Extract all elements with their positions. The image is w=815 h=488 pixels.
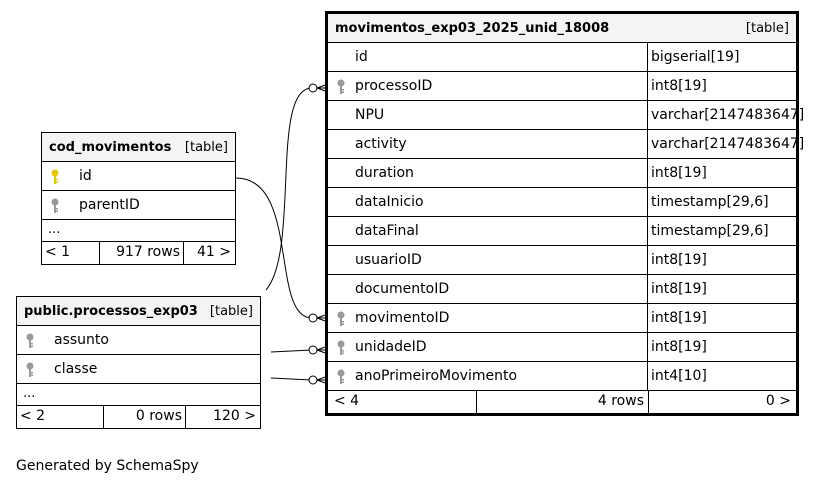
foreign-key-icon xyxy=(50,198,60,214)
column-name: dataInicio xyxy=(355,194,424,210)
table-footer: < 2 0 rows 120 > xyxy=(17,406,260,428)
movimentos-table[interactable]: movimentos_exp03_2025_unid_18008 [table]… xyxy=(325,11,804,416)
column-name: documentoID xyxy=(355,281,450,297)
column-name: assunto xyxy=(54,332,109,348)
column-type: bigserial[19] xyxy=(647,43,796,71)
column-row[interactable]: documentoID int8[19] xyxy=(328,275,796,304)
column-name: usuarioID xyxy=(355,252,422,268)
footer-right[interactable]: 41 > xyxy=(197,244,231,260)
foreign-key-icon xyxy=(25,333,35,349)
column-name: anoPrimeiroMovimento xyxy=(355,368,518,384)
column-row[interactable]: usuarioID int8[19] xyxy=(328,246,796,275)
table-footer: < 1 917 rows 41 > xyxy=(42,242,235,264)
table-kind: [table] xyxy=(209,303,253,319)
processos-table[interactable]: public.processos_exp03 [table] assunto cl… xyxy=(16,296,261,429)
footer-left[interactable]: < 4 xyxy=(334,393,360,409)
table-footer: < 4 4 rows 0 > xyxy=(328,391,796,413)
column-row[interactable]: assunto xyxy=(17,326,260,355)
column-name: duration xyxy=(355,165,414,181)
relation-classe-line xyxy=(270,377,313,381)
column-row[interactable]: unidadeID int8[19] xyxy=(328,333,796,362)
column-row[interactable]: processoID int8[19] xyxy=(328,72,796,101)
column-type: int8[19] xyxy=(647,159,796,187)
cod-movimentos-table[interactable]: cod_movimentos [table] id parentID ... < … xyxy=(41,132,236,265)
column-type: int8[19] xyxy=(647,72,796,100)
footer-left[interactable]: < 1 xyxy=(45,244,71,260)
column-name: NPU xyxy=(355,107,385,123)
footer-left[interactable]: < 2 xyxy=(20,408,46,424)
footer-right[interactable]: 0 > xyxy=(765,393,791,409)
column-name: id xyxy=(355,49,368,65)
relation-assunto-line xyxy=(270,349,313,353)
column-type: timestamp[29,6] xyxy=(647,188,796,216)
foreign-key-icon xyxy=(336,79,346,95)
column-name: dataFinal xyxy=(355,223,419,239)
table-header: cod_movimentos [table] xyxy=(42,133,235,162)
foreign-key-icon xyxy=(336,340,346,356)
column-name: id xyxy=(79,168,92,184)
column-type: int8[19] xyxy=(647,304,796,332)
column-row[interactable]: duration int8[19] xyxy=(328,159,796,188)
column-row[interactable]: NPU varchar[2147483647] xyxy=(328,101,804,130)
more-columns: ... xyxy=(42,220,235,242)
foreign-key-icon xyxy=(25,362,35,378)
column-name: processoID xyxy=(355,78,433,94)
column-name: activity xyxy=(355,136,407,152)
column-row[interactable]: dataInicio timestamp[29,6] xyxy=(328,188,796,217)
column-row[interactable]: activity varchar[2147483647] xyxy=(328,130,804,159)
column-row[interactable]: movimentoID int8[19] xyxy=(328,304,796,333)
column-type: int8[19] xyxy=(647,333,796,361)
column-row[interactable]: id bigserial[19] xyxy=(328,43,796,72)
more-columns: ... xyxy=(17,384,260,406)
table-name: movimentos_exp03_2025_unid_18008 xyxy=(335,20,610,36)
column-type: int4[10] xyxy=(647,362,796,390)
primary-key-icon xyxy=(50,169,60,185)
column-name: classe xyxy=(54,361,98,377)
footer-rows: 4 rows xyxy=(597,393,644,409)
table-name: cod_movimentos xyxy=(49,139,172,155)
table-kind: [table] xyxy=(184,139,228,155)
table-name: public.processos_exp03 xyxy=(24,303,198,319)
column-type: varchar[2147483647] xyxy=(647,130,804,158)
column-row[interactable]: anoPrimeiroMovimento int4[10] xyxy=(328,362,796,391)
column-name: movimentoID xyxy=(355,310,450,326)
table-kind: [table] xyxy=(745,20,789,36)
column-row[interactable]: id xyxy=(42,162,235,191)
table-header: public.processos_exp03 [table] xyxy=(17,297,260,326)
column-row[interactable]: parentID xyxy=(42,191,235,220)
column-type: int8[19] xyxy=(647,275,796,303)
column-type: timestamp[29,6] xyxy=(647,217,796,245)
column-row[interactable]: dataFinal timestamp[29,6] xyxy=(328,217,796,246)
footer-rows: 0 rows xyxy=(135,408,182,424)
relation-movimento-line xyxy=(235,177,313,319)
column-type: varchar[2147483647] xyxy=(647,101,804,129)
foreign-key-icon xyxy=(336,369,346,385)
foreign-key-icon xyxy=(336,311,346,327)
relation-processo-line xyxy=(265,87,313,291)
column-row[interactable]: classe xyxy=(17,355,260,384)
generated-by-label: Generated by SchemaSpy xyxy=(16,458,199,474)
table-header: movimentos_exp03_2025_unid_18008 [table] xyxy=(328,14,796,43)
column-name: parentID xyxy=(79,197,140,213)
column-name: unidadeID xyxy=(355,339,427,355)
column-type: int8[19] xyxy=(647,246,796,274)
footer-right[interactable]: 120 > xyxy=(213,408,256,424)
footer-rows: 917 rows xyxy=(116,244,180,260)
